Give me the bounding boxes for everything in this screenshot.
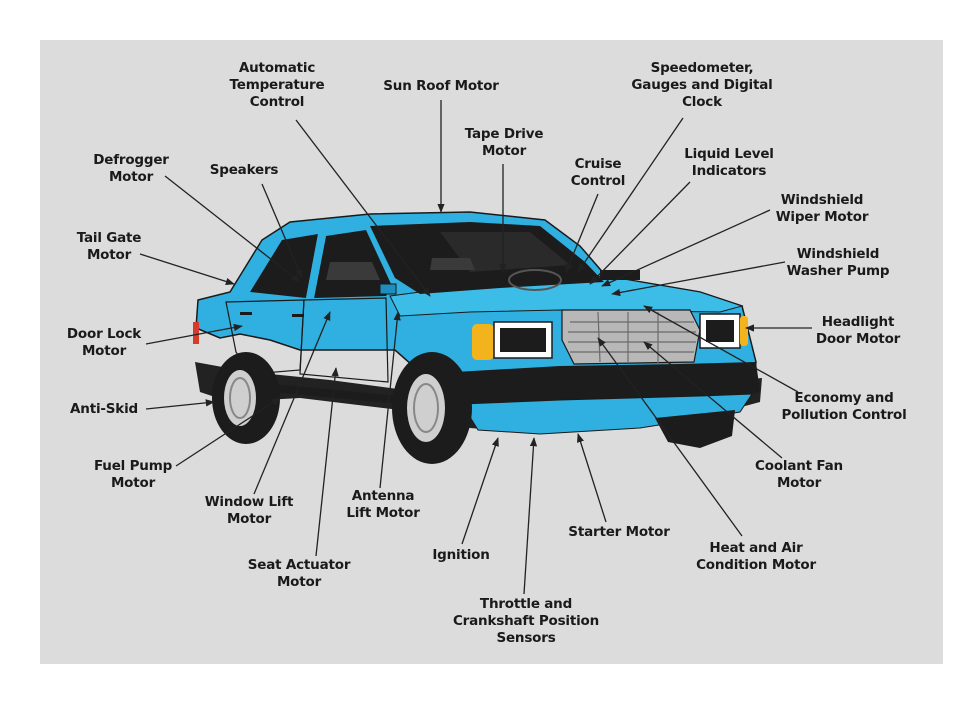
label-anti-skid: Anti-Skid	[70, 401, 138, 417]
label-headlight-door-motor: Headlight Door Motor	[815, 314, 901, 347]
label-antenna-lift-motor: Antenna Lift Motor	[346, 488, 420, 521]
leader-fuel-pump-motor	[175, 397, 281, 467]
leader-speakers	[261, 183, 303, 279]
far-front-wheel	[655, 410, 735, 448]
window-pillar	[306, 234, 326, 298]
leader-anti-skid	[145, 399, 215, 410]
label-heat-air-condition-motor: Heat and Air Condition Motor	[696, 540, 816, 573]
label-door-lock-motor: Door Lock Motor	[66, 326, 142, 359]
tail-light	[193, 322, 199, 344]
label-seat-actuator-motor: Seat Actuator Motor	[247, 557, 351, 590]
label-speedometer-gauges-clock: Speedometer, Gauges and Digital Clock	[631, 60, 773, 110]
label-fuel-pump-motor: Fuel Pump Motor	[93, 458, 173, 491]
label-sun-roof-motor: Sun Roof Motor	[383, 78, 499, 94]
label-starter-motor: Starter Motor	[568, 524, 670, 540]
leader-antenna-lift-motor	[379, 311, 401, 489]
seat	[326, 262, 380, 280]
door-handle	[292, 314, 304, 317]
rear-wheel	[212, 352, 280, 444]
seat	[430, 258, 475, 270]
left-headlight-amber	[472, 324, 494, 360]
left-headlight-lens	[500, 328, 546, 352]
side-mirror	[379, 283, 397, 295]
cowl	[600, 270, 640, 280]
leader-starter-motor	[577, 433, 607, 523]
rear-side-window	[250, 234, 318, 298]
label-coolant-fan-motor: Coolant Fan Motor	[755, 458, 843, 491]
label-cruise-control: Cruise Control	[570, 156, 626, 189]
grille	[561, 309, 701, 365]
leader-coolant-fan-motor	[643, 341, 783, 459]
label-tape-drive-motor: Tape Drive Motor	[464, 126, 544, 159]
label-windshield-wiper-motor: Windshield Wiper Motor	[775, 192, 869, 225]
label-economy-pollution-control: Economy and Pollution Control	[781, 390, 907, 423]
label-tail-gate-motor: Tail Gate Motor	[76, 230, 142, 263]
label-window-lift-motor: Window Lift Motor	[204, 494, 294, 527]
label-windshield-washer-pump: Windshield Washer Pump	[786, 246, 890, 279]
label-speakers: Speakers	[209, 162, 279, 178]
label-liquid-level-indicators: Liquid Level Indicators	[684, 146, 774, 179]
right-headlight-lens	[706, 320, 734, 342]
windshield-glare	[440, 232, 570, 272]
callout-lines	[139, 100, 812, 595]
leader-economy-pollution-control	[643, 305, 799, 393]
leader-throttle-crankshaft-sensors	[523, 437, 538, 595]
leader-seat-actuator-motor	[315, 367, 339, 557]
label-defrogger-motor: Defrogger Motor	[93, 152, 169, 185]
front-valance	[461, 393, 753, 435]
leader-speedometer	[577, 117, 684, 273]
leader-cruise-control	[565, 193, 599, 273]
label-ignition: Ignition	[432, 547, 490, 563]
leader-heat-air-condition-motor	[597, 337, 743, 537]
label-throttle-crankshaft-sensors: Throttle and Crankshaft Position Sensors	[452, 596, 600, 646]
leader-ignition	[461, 437, 499, 545]
car-illustration	[193, 211, 762, 464]
leader-liquid-level-indicators	[589, 181, 691, 285]
steering-wheel	[508, 269, 562, 291]
leader-automatic-temperature-control	[295, 119, 431, 297]
front-wheel	[392, 352, 472, 464]
leader-door-lock-motor	[145, 323, 243, 345]
rear-door	[225, 299, 305, 375]
leader-window-lift-motor	[253, 311, 331, 495]
right-headlight-amber	[740, 316, 748, 346]
leader-windshield-wiper-motor	[601, 209, 771, 287]
label-automatic-temperature-control: Automatic Temperature Control	[229, 60, 325, 110]
leader-tail-gate-motor	[139, 253, 235, 285]
door-handle	[240, 312, 252, 315]
front-door	[299, 297, 389, 383]
leader-windshield-washer-pump	[611, 261, 786, 297]
leader-defrogger-motor	[164, 175, 301, 283]
